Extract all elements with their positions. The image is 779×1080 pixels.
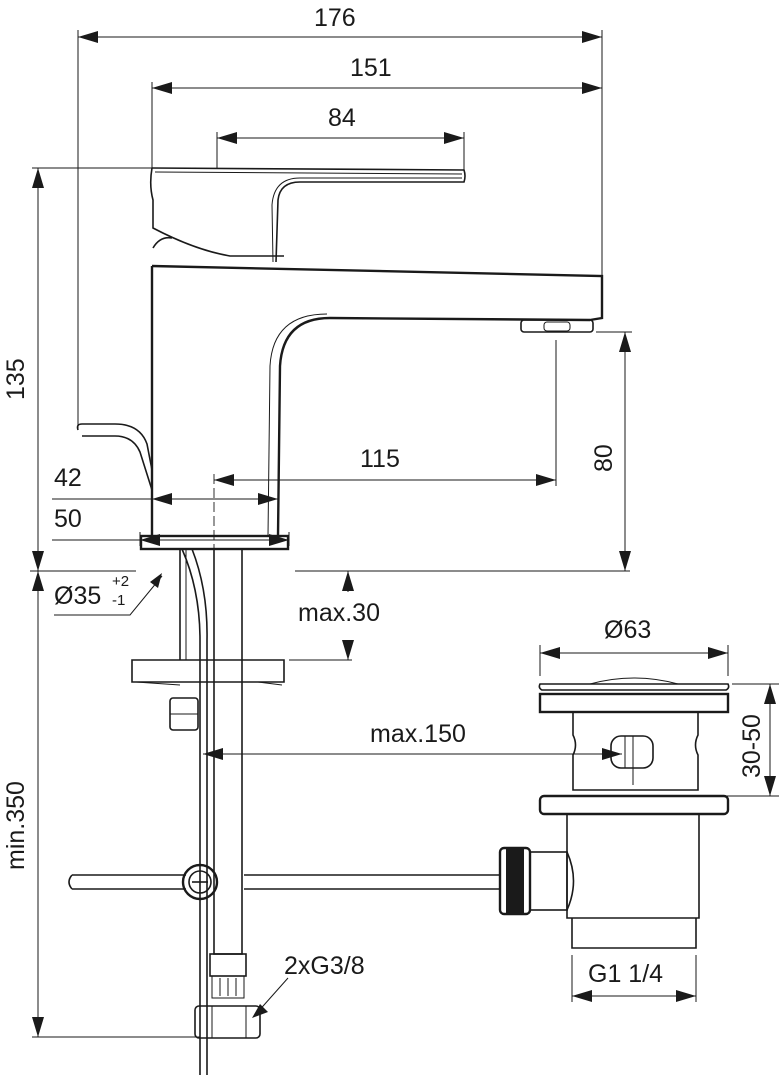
dimension-115: 115: [214, 340, 557, 486]
leader-arrow: [252, 1004, 268, 1018]
arrow-down: [764, 776, 776, 796]
arrow-up: [342, 571, 354, 591]
pop-up-waste: [498, 677, 730, 949]
waste-slot: [610, 735, 654, 769]
lever: [151, 167, 466, 263]
dim-label-waste-thread: G1 1/4: [588, 960, 663, 988]
dimension-151: 151: [151, 54, 602, 170]
arrow-down: [342, 640, 354, 660]
dim-label-max-30: max.30: [298, 599, 380, 627]
dimension-80: 80: [590, 331, 632, 571]
tolerance-lower: -1: [112, 592, 125, 609]
arrow-down: [32, 1017, 44, 1037]
arrow-left: [78, 31, 98, 43]
dim-label-135: 135: [2, 358, 30, 400]
base-plate: [139, 534, 290, 551]
arrow-right: [269, 534, 289, 546]
arrow-left: [540, 647, 560, 659]
waste-cap: [538, 683, 730, 691]
leader-arrow: [150, 573, 162, 588]
arrow-left: [217, 132, 237, 144]
arrow-right: [582, 82, 602, 94]
arrow-up: [32, 168, 44, 188]
arrow-down: [619, 551, 631, 571]
dimension-84: 84: [216, 104, 465, 170]
aerator: [520, 319, 594, 333]
dimension-176: 176: [77, 4, 603, 430]
mixer-body: [76, 167, 604, 551]
dimension-waste-diameter: Ø63: [539, 616, 729, 676]
linkage-rod: [68, 863, 500, 901]
arrow-down: [32, 551, 44, 571]
arrow-left: [203, 748, 223, 760]
tolerance-upper: +2: [112, 573, 129, 590]
dimension-waste-thread: G1 1/4: [571, 955, 697, 1002]
arrow-right: [676, 990, 696, 1002]
arrow-left: [572, 990, 592, 1002]
dimension-max-30: max.30: [289, 571, 380, 661]
dimension-135: 135: [2, 167, 152, 571]
arrow-left: [152, 493, 172, 505]
dim-label-176: 176: [314, 4, 356, 32]
dim-label-50: 50: [54, 505, 82, 533]
arrow-left: [140, 534, 160, 546]
pull-rod-knob: [76, 423, 153, 471]
dimension-supply-connections: 2xG3/8: [252, 952, 365, 1018]
arrow-up: [764, 684, 776, 704]
arrow-left: [152, 82, 172, 94]
dim-label-hole-diameter: Ø35: [54, 582, 101, 610]
dimension-max-150: max.150: [203, 720, 622, 760]
arrow-right: [582, 31, 602, 43]
arrow-right: [708, 647, 728, 659]
supply-connector: [194, 1005, 261, 1039]
pull-rod: [181, 548, 201, 1075]
underside-assembly: [131, 548, 285, 1075]
dim-label-151: 151: [350, 54, 392, 82]
dimension-42: 42: [52, 464, 278, 505]
arrow-right: [444, 132, 464, 144]
dim-label-42: 42: [54, 464, 82, 492]
dim-label-115: 115: [360, 445, 400, 473]
dim-label-30-50: 30-50: [738, 714, 766, 778]
fixing-plate: [131, 659, 285, 683]
dim-label-80: 80: [590, 444, 618, 472]
arrow-left: [214, 474, 234, 486]
dim-label-waste-diameter: Ø63: [604, 616, 651, 644]
rod-clamp: [181, 863, 219, 901]
dimension-min-350: min.350: [2, 571, 200, 1038]
arrow-right: [602, 748, 622, 760]
arrow-up: [619, 332, 631, 352]
arrow-up: [32, 571, 44, 591]
dim-label-max-150: max.150: [370, 720, 466, 748]
dim-label-supply-connections: 2xG3/8: [284, 952, 365, 980]
dim-label-84: 84: [328, 104, 356, 132]
dimension-30-50: 30-50: [722, 683, 779, 797]
dimension-hole-diameter: Ø35 +2 -1: [54, 573, 163, 616]
dimension-50: 50: [52, 505, 290, 546]
arrow-right: [258, 493, 278, 505]
dim-label-min-350: min.350: [2, 781, 30, 870]
arrow-right: [536, 474, 556, 486]
